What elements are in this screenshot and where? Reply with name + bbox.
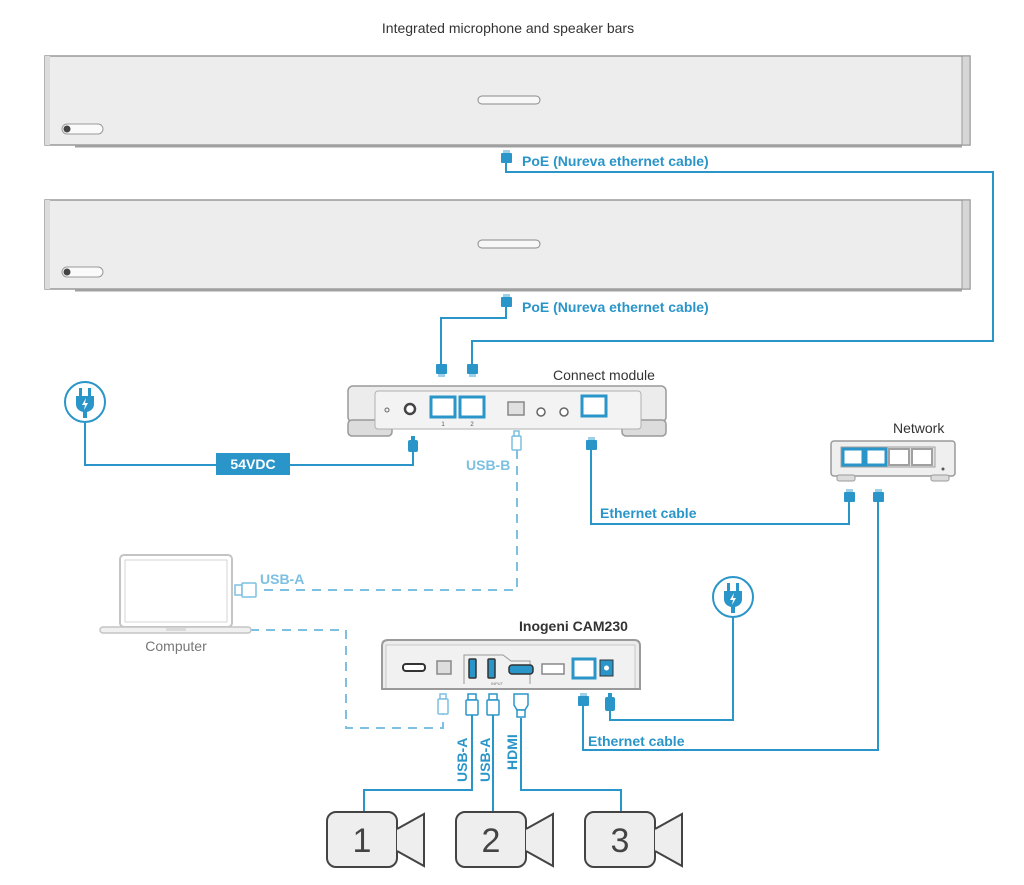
poe-label-1: PoE (Nureva ethernet cable): [522, 153, 709, 169]
svg-text:1: 1: [441, 422, 445, 428]
audio-port: [536, 407, 546, 417]
camera-icon-2: 2: [455, 811, 554, 868]
status-light-bar: [477, 239, 541, 249]
inogeni-cam230: Inogeni CAM230 INPUT: [381, 618, 641, 718]
usb-a-port-1: [468, 658, 477, 679]
camera-icon-3: 3: [584, 811, 683, 868]
ethernet-label-inogeni: Ethernet cable: [588, 733, 685, 749]
rj45-connectors: [408, 150, 884, 711]
nureva-logo: [61, 123, 104, 135]
poe-cable-1: [471, 162, 994, 365]
camera-1-cable: [363, 715, 473, 812]
computer-label: Computer: [145, 638, 207, 654]
ethernet-cable-inogeni-network: [582, 500, 879, 751]
power-plug-icon: [64, 381, 106, 423]
inogeni-label: Inogeni CAM230: [519, 618, 628, 634]
dc-plug-icon: [605, 693, 615, 711]
ethernet-label-connect: Ethernet cable: [600, 505, 697, 521]
usb-connector-icon: [486, 693, 500, 716]
usb-b-port: [436, 660, 452, 675]
speaker-bar-1: [44, 55, 971, 148]
rj45-connector-icon: [844, 489, 855, 502]
network-port-3: [888, 448, 910, 466]
inogeni-power-cable: [609, 614, 734, 721]
status-light-bar: [477, 95, 541, 105]
power-label-54vdc: 54VDC: [230, 456, 275, 472]
usb-connector-icon: [437, 693, 449, 715]
hdmi-in-port: [508, 664, 534, 675]
diagram-title: Integrated microphone and speaker bars: [382, 20, 634, 36]
usb-b-cable: [262, 450, 518, 591]
laptop-icon: Computer: [99, 554, 257, 654]
camera-number: 2: [482, 822, 501, 860]
usb-computer-inogeni-cable: [250, 629, 444, 729]
rj45-connector-icon: [436, 364, 447, 377]
nureva-logo: [61, 266, 104, 278]
rj45-connector-icon: [501, 294, 512, 307]
camera-3-cable-label: HDMI: [504, 734, 520, 770]
svg-text:2: 2: [470, 422, 474, 428]
speaker-bar-2: [44, 199, 971, 292]
audio-port: [559, 407, 569, 417]
usb-b-port: [507, 401, 525, 416]
camera-2-cable-label: USB-A: [477, 738, 493, 782]
network-port-4: [911, 448, 933, 466]
cables: [84, 162, 994, 812]
camera-icon-1: 1: [326, 811, 425, 868]
dc-plug-icon: [408, 436, 418, 452]
usb-connector-icon: [465, 693, 479, 716]
rj45-port-1: [429, 395, 457, 419]
usb-b-label: USB-B: [466, 457, 510, 473]
svg-text:INPUT: INPUT: [491, 681, 504, 686]
camera-1-cable-label: USB-A: [454, 738, 470, 782]
network-port-1: [841, 447, 865, 467]
usb-connector-icon: [511, 430, 522, 451]
usb-a-computer-label: USB-A: [260, 571, 304, 587]
usb-cables: [250, 450, 518, 729]
rj45-port-2: [458, 395, 486, 419]
connect-module-label: Connect module: [553, 367, 655, 383]
hdmi-out-port: [402, 663, 426, 672]
network-port-2: [864, 447, 888, 467]
network-label: Network: [893, 420, 945, 436]
rj45-connector-icon: [586, 437, 597, 450]
usb-connector-icon: [234, 582, 257, 598]
power-badge: [216, 453, 290, 475]
rj45-connector-icon: [467, 364, 478, 377]
terminal-block: [541, 663, 565, 675]
usb-a-port-2: [487, 658, 496, 679]
camera-number: 1: [353, 822, 372, 860]
rj45-port-inogeni: [571, 657, 597, 680]
camera-number: 3: [611, 822, 630, 860]
dc-input-port: [403, 402, 417, 416]
rj45-connector-icon: [501, 150, 512, 163]
poe-cable-2: [440, 306, 507, 365]
rj45-connector-icon: [873, 489, 884, 502]
network-switch: Network: [830, 420, 956, 482]
poe-label-2: PoE (Nureva ethernet cable): [522, 299, 709, 315]
camera-3-cable: [520, 718, 622, 812]
hdmi-connector-icon: [513, 693, 529, 718]
power-plug-icon: [712, 576, 754, 618]
rj45-port-network: [580, 394, 608, 418]
connect-module: Connect module 1 2: [347, 367, 667, 451]
ethernet-cable-connect-network: [590, 448, 850, 525]
cameras: 1 2 3: [326, 811, 683, 868]
rj45-connector-icon: [578, 693, 589, 706]
